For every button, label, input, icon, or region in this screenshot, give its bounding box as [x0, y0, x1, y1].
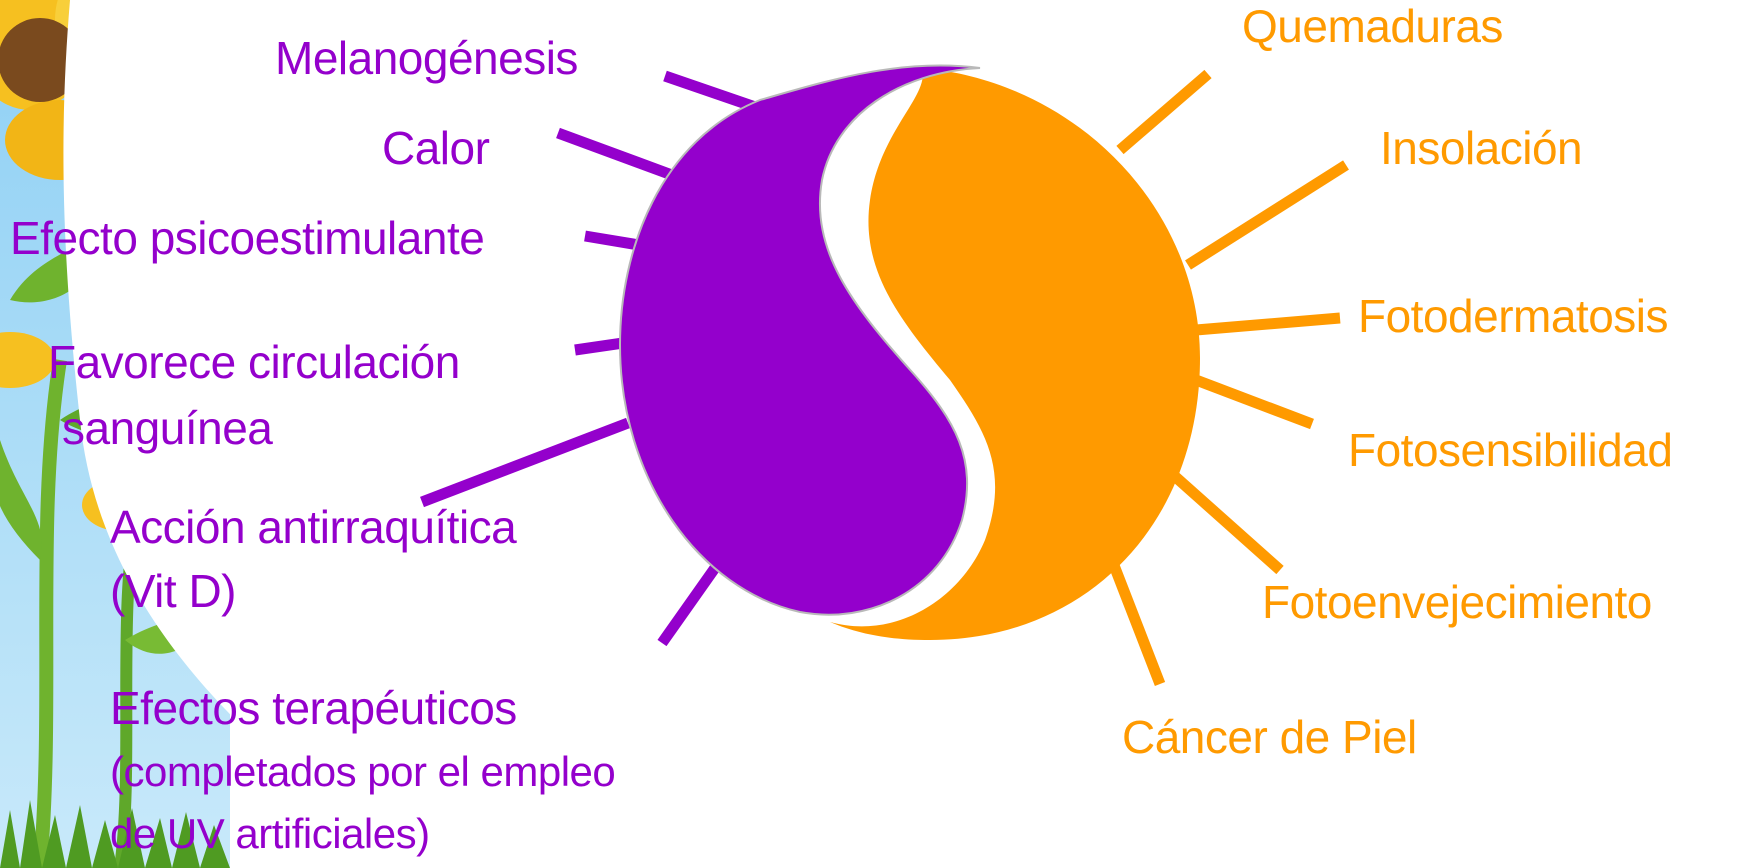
- harmful-half: [830, 68, 1200, 640]
- harmful-rays: [1104, 69, 1349, 686]
- label-psychostimulant: Efecto psicoestimulante: [10, 212, 485, 264]
- label-therapeutic-3: de UV artificiales): [110, 810, 430, 857]
- label-melanogenesis: Melanogénesis: [275, 32, 578, 84]
- label-photodermatosis: Fotodermatosis: [1358, 290, 1669, 342]
- label-skin-cancer: Cáncer de Piel: [1122, 711, 1417, 763]
- label-burns: Quemaduras: [1242, 0, 1503, 52]
- label-circulation-1: Favorece circulación: [48, 336, 460, 388]
- label-therapeutic-1: Efectos terapéuticos: [110, 682, 517, 734]
- label-antirachitic-1: Acción antirraquítica: [110, 501, 517, 553]
- label-circulation-2: sanguínea: [62, 402, 273, 454]
- label-insolation: Insolación: [1380, 122, 1583, 174]
- label-antirachitic-2: (Vit D): [110, 565, 237, 617]
- label-photoaging: Fotoenvejecimiento: [1262, 576, 1652, 628]
- label-heat: Calor: [382, 122, 490, 174]
- beneficial-half: [618, 64, 981, 616]
- label-therapeutic-2: (completados por el empleo: [110, 748, 616, 795]
- label-photosensitivity: Fotosensibilidad: [1348, 424, 1673, 476]
